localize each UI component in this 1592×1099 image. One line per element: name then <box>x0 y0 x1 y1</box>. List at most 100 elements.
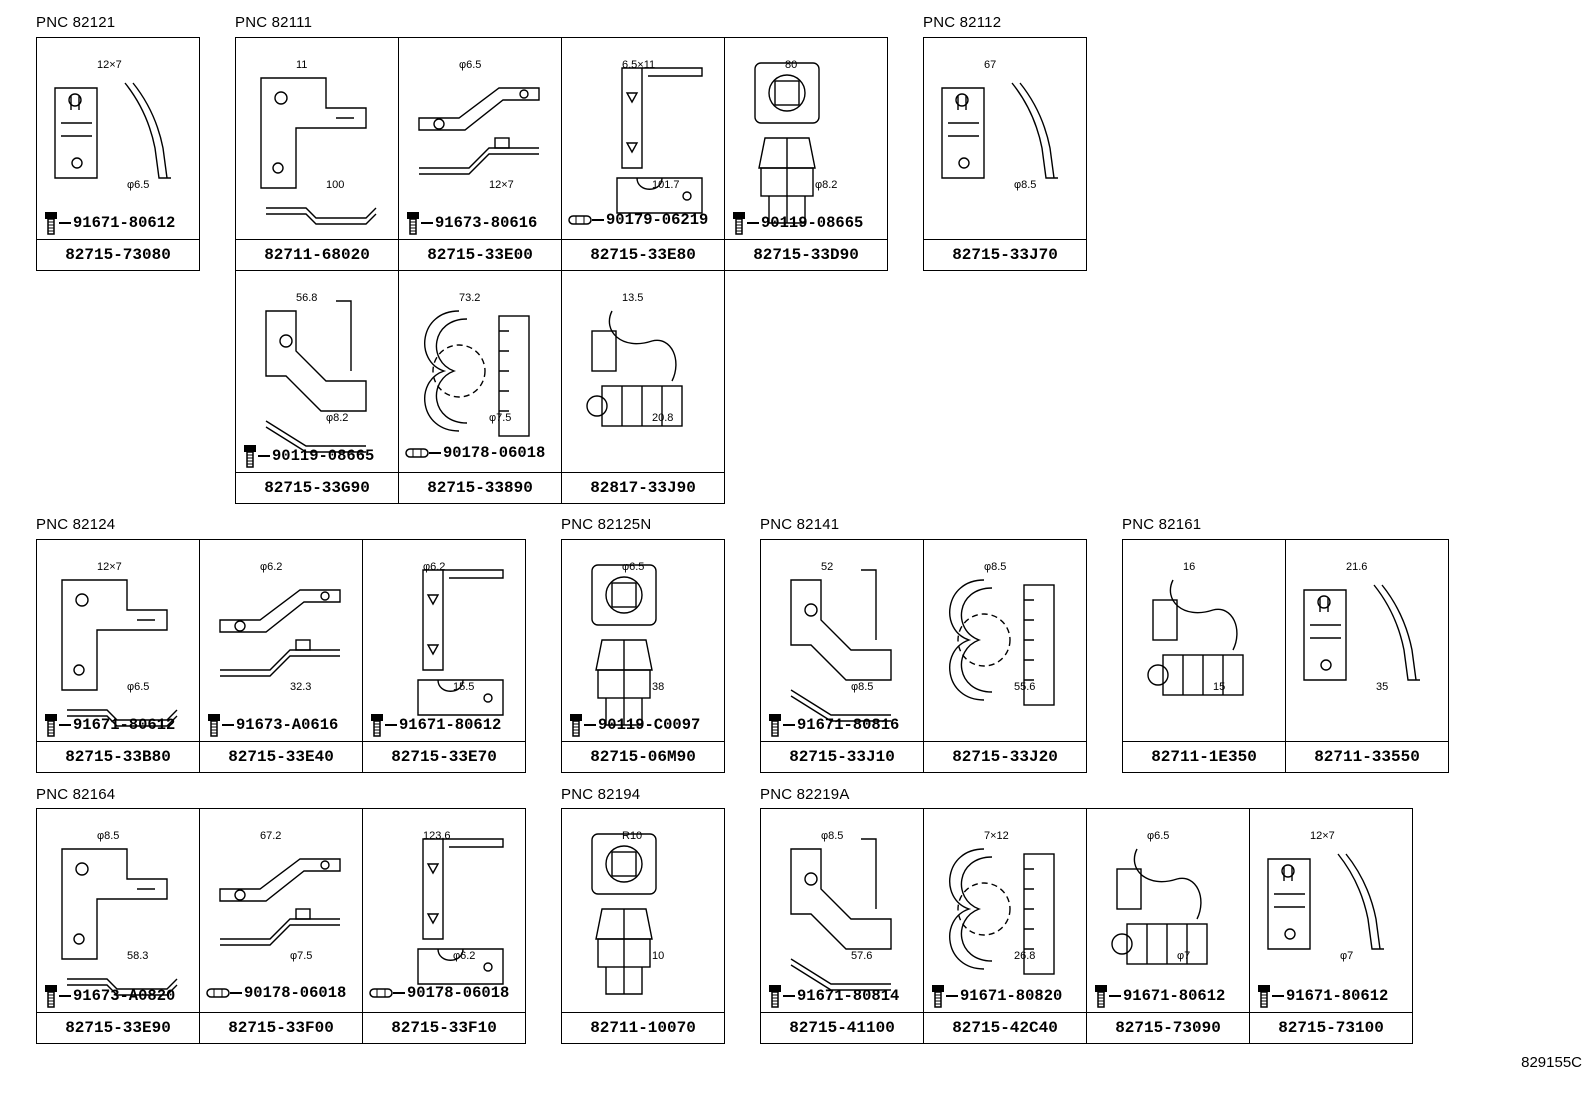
part-number: 82715-33G90 <box>236 472 398 503</box>
fastener-callout[interactable]: 91671-80612 <box>1093 984 1225 1010</box>
fastener-callout[interactable]: 90178-06018 <box>369 984 509 1010</box>
dimension-label: 57.6 <box>851 950 872 962</box>
part-drawing: .s{fill:none;stroke:#000;stroke-width:1.… <box>219 561 341 693</box>
bolt-icon <box>244 445 256 468</box>
dimension-label: 6.5×11 <box>622 59 655 71</box>
fastener-part-number: 90179-06219 <box>606 211 709 229</box>
part-cell[interactable]: .s{fill:none;stroke:#000;stroke-width:1.… <box>199 808 363 1044</box>
fastener-callout[interactable]: 90119-08665 <box>731 211 863 237</box>
part-cell[interactable]: .s{fill:none;stroke:#000;stroke-width:1.… <box>923 37 1087 271</box>
dimension-label: 12×7 <box>97 561 122 573</box>
bolt-icon <box>1095 985 1107 1008</box>
pnc-label: PNC 82219A <box>760 786 850 803</box>
part-number: 82715-33F10 <box>363 1012 525 1043</box>
fastener-callout[interactable]: 91671-80814 <box>767 984 899 1010</box>
fastener-part-number: 91673-A0820 <box>73 987 176 1005</box>
dimension-label: φ8.5 <box>821 830 843 842</box>
leader-line <box>385 724 397 726</box>
fastener-callout[interactable]: 91673-A0616 <box>206 713 338 739</box>
fastener-part-number: 90178-06018 <box>407 984 510 1002</box>
part-cell[interactable]: .s{fill:none;stroke:#000;stroke-width:1.… <box>760 808 924 1044</box>
dimension-label: 38 <box>652 681 664 693</box>
fastener-part-number: 90119-08665 <box>761 214 864 232</box>
part-drawing: .s{fill:none;stroke:#000;stroke-width:1.… <box>265 292 367 453</box>
part-cell[interactable]: .s{fill:none;stroke:#000;stroke-width:1.… <box>362 808 526 1044</box>
fastener-callout[interactable]: 90119-C0097 <box>568 713 700 739</box>
dimension-label: φ7.5 <box>489 412 511 424</box>
dimension-label: 12×7 <box>1310 830 1335 842</box>
part-number: 82715-33D90 <box>725 239 887 270</box>
pnc-label: PNC 82121 <box>36 14 116 31</box>
dimension-label: φ8.2 <box>815 179 837 191</box>
dimension-label: φ7 <box>1340 950 1353 962</box>
pnc-label: PNC 82124 <box>36 516 116 533</box>
leader-line <box>946 995 958 997</box>
dimension-label: 15.5 <box>453 681 474 693</box>
part-cell[interactable]: .s{fill:none;stroke:#000;stroke-width:1.… <box>923 808 1087 1044</box>
dimension-label: 11 <box>296 59 307 71</box>
part-drawing: .s{fill:none;stroke:#000;stroke-width:1.… <box>1147 561 1244 696</box>
fastener-callout[interactable]: 91671-80820 <box>930 984 1062 1010</box>
part-cell[interactable]: .s{fill:none;stroke:#000;stroke-width:1.… <box>362 539 526 773</box>
pnc-label: PNC 82161 <box>1122 516 1202 533</box>
fastener-callout[interactable]: 91671-80816 <box>767 713 899 739</box>
fastener-callout[interactable]: 91671-80612 <box>1256 984 1388 1010</box>
part-cell[interactable]: .s{fill:none;stroke:#000;stroke-width:1.… <box>561 539 725 773</box>
part-cell[interactable]: .s{fill:none;stroke:#000;stroke-width:1.… <box>760 539 924 773</box>
part-drawing: .s{fill:none;stroke:#000;stroke-width:1.… <box>61 830 178 996</box>
leader-line <box>59 724 71 726</box>
dimension-label: 67.2 <box>260 830 281 842</box>
fastener-callout[interactable]: 90179-06219 <box>568 211 708 237</box>
fastener-callout[interactable]: 90178-06018 <box>206 984 346 1010</box>
fastener-callout[interactable]: 90119-08665 <box>242 444 374 470</box>
part-drawing: .s{fill:none;stroke:#000;stroke-width:1.… <box>591 830 664 995</box>
dimension-label: φ8.2 <box>326 412 348 424</box>
part-drawing: .s{fill:none;stroke:#000;stroke-width:1.… <box>418 59 540 191</box>
dimension-label: φ6.5 <box>1147 830 1169 842</box>
part-number: 82711-10070 <box>562 1012 724 1043</box>
part-cell[interactable]: .s{fill:none;stroke:#000;stroke-width:1.… <box>398 37 562 271</box>
fastener-callout[interactable]: 91673-A0820 <box>43 984 175 1010</box>
fastener-callout[interactable]: 91671-80612 <box>43 211 175 237</box>
fastener-part-number: 91671-80816 <box>797 716 900 734</box>
part-drawing: .s{fill:none;stroke:#000;stroke-width:1.… <box>591 561 664 726</box>
part-cell[interactable]: .s{fill:none;stroke:#000;stroke-width:1.… <box>724 37 888 271</box>
part-cell[interactable]: .s{fill:none;stroke:#000;stroke-width:1.… <box>561 270 725 504</box>
fastener-callout[interactable]: 91671-80612 <box>43 713 175 739</box>
dimension-label: φ6.2 <box>423 561 445 573</box>
part-cell[interactable]: .s{fill:none;stroke:#000;stroke-width:1.… <box>235 270 399 504</box>
part-cell[interactable]: .s{fill:none;stroke:#000;stroke-width:1.… <box>36 808 200 1044</box>
fastener-part-number: 91671-80612 <box>73 716 176 734</box>
dimension-label: 26.8 <box>1014 950 1035 962</box>
leader-line <box>393 992 405 994</box>
dimension-label: φ6.5 <box>459 59 481 71</box>
part-number: 82715-42C40 <box>924 1012 1086 1043</box>
part-number: 82817-33J90 <box>562 472 724 503</box>
leader-line <box>230 992 242 994</box>
dimension-label: 12×7 <box>489 179 514 191</box>
part-cell[interactable]: .s{fill:none;stroke:#000;stroke-width:1.… <box>36 37 200 271</box>
fastener-callout[interactable]: 90178-06018 <box>405 444 545 470</box>
part-number: 82715-33890 <box>399 472 561 503</box>
fastener-callout[interactable]: 91671-80612 <box>369 713 501 739</box>
part-cell[interactable]: .s{fill:none;stroke:#000;stroke-width:1.… <box>36 539 200 773</box>
part-drawing: .s{fill:none;stroke:#000;stroke-width:1.… <box>949 830 1055 975</box>
part-cell[interactable]: .s{fill:none;stroke:#000;stroke-width:1.… <box>1122 539 1286 773</box>
part-cell[interactable]: .s{fill:none;stroke:#000;stroke-width:1.… <box>1086 808 1250 1044</box>
part-cell[interactable]: .s{fill:none;stroke:#000;stroke-width:1.… <box>199 539 363 773</box>
part-drawing: .s{fill:none;stroke:#000;stroke-width:1.… <box>1267 830 1384 962</box>
part-cell[interactable]: .s{fill:none;stroke:#000;stroke-width:1.… <box>398 270 562 504</box>
part-cell[interactable]: .s{fill:none;stroke:#000;stroke-width:1.… <box>561 37 725 271</box>
bolt-icon <box>45 212 57 235</box>
fastener-part-number: 90178-06018 <box>244 984 347 1002</box>
leader-line <box>258 455 270 457</box>
part-cell[interactable]: .s{fill:none;stroke:#000;stroke-width:1.… <box>1285 539 1449 773</box>
fastener-callout[interactable]: 91673-80616 <box>405 211 537 237</box>
part-cell[interactable]: .s{fill:none;stroke:#000;stroke-width:1.… <box>923 539 1087 773</box>
part-cell[interactable]: .s{fill:none;stroke:#000;stroke-width:1.… <box>235 37 399 271</box>
part-number: 82715-73100 <box>1250 1012 1412 1043</box>
clip-nut-icon <box>568 215 592 225</box>
part-cell[interactable]: .s{fill:none;stroke:#000;stroke-width:1.… <box>1249 808 1413 1044</box>
part-cell[interactable]: .s{fill:none;stroke:#000;stroke-width:1.… <box>561 808 725 1044</box>
bolt-icon <box>769 714 781 737</box>
